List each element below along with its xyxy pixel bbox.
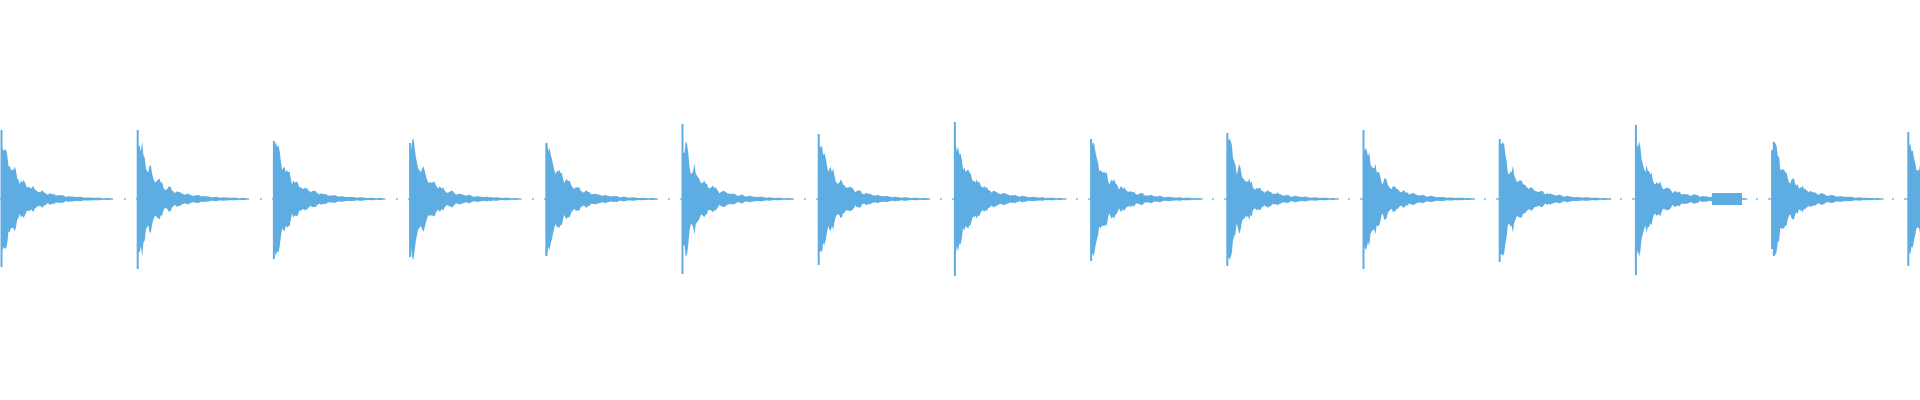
- waveform-pulse: [681, 124, 794, 274]
- pulse-decay: [819, 145, 931, 253]
- pulse-decay: [1091, 141, 1203, 257]
- pulse-decay: [1636, 141, 1748, 257]
- pulse-decay: [955, 142, 1067, 256]
- waveform-pulse: [817, 134, 931, 265]
- waveform-pulse: [0, 130, 114, 267]
- pulse-decay: [547, 140, 658, 258]
- pulse-decay: [1772, 141, 1884, 257]
- waveform-pulse: [953, 122, 1067, 276]
- waveform-pulse: [1907, 132, 1920, 266]
- pulse-decay: [683, 141, 794, 257]
- waveform-pulse: [1498, 139, 1612, 262]
- waveform-pulse: [545, 140, 658, 258]
- waveform-pulse: [1771, 141, 1884, 257]
- waveform-burst: [1712, 193, 1742, 205]
- pulse-decay: [2, 146, 114, 252]
- pulse-decay: [1500, 142, 1612, 256]
- waveform-pulse: [136, 130, 250, 269]
- waveform-pulse: [272, 141, 386, 259]
- pulse-decay: [410, 137, 522, 261]
- pulse-decay: [1364, 148, 1475, 250]
- waveform-pulse: [1634, 125, 1748, 275]
- pulse-decay: [1228, 138, 1339, 260]
- waveform-pulse: [1090, 139, 1203, 261]
- pulse-decay: [138, 141, 250, 257]
- pulse-decay: [1909, 143, 1920, 255]
- waveform-pulse: [409, 137, 522, 261]
- waveform-pulse: [1362, 130, 1475, 269]
- pulse-decay: [274, 142, 386, 256]
- waveform-pulse: [1226, 133, 1339, 266]
